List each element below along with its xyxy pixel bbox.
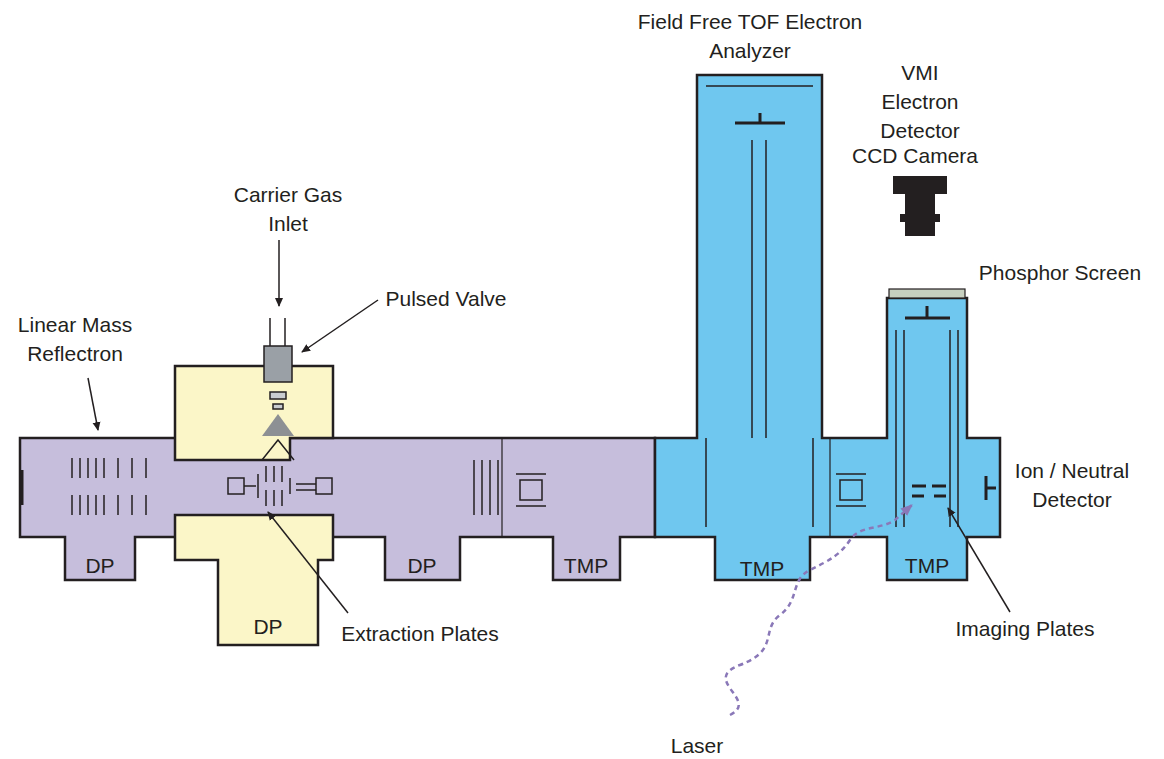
pump-label: TMP xyxy=(717,554,807,583)
reflectron-label: Linear Mass Reflectron xyxy=(5,310,145,368)
pulsed-valve xyxy=(262,318,294,460)
ccd-camera xyxy=(893,176,947,236)
pump-label: DP xyxy=(386,551,458,580)
valve-label: Pulsed Valve xyxy=(361,284,531,313)
laser-label: Laser xyxy=(647,731,747,759)
phosphor-screen xyxy=(889,289,965,298)
plates-label: Extraction Plates xyxy=(320,619,520,648)
pump-label: DP xyxy=(220,612,316,641)
pump-label: TMP xyxy=(554,551,618,580)
plates-label: Imaging Plates xyxy=(935,614,1115,643)
analyzer-label: Field Free TOF Electron Analyzer xyxy=(635,7,865,65)
camera-label: CCD Camera xyxy=(835,141,995,170)
screen-label: Phosphor Screen xyxy=(965,258,1155,287)
inlet-label: Carrier Gas Inlet xyxy=(233,180,343,238)
pump-label: DP xyxy=(67,551,133,580)
pump-label: TMP xyxy=(889,551,965,580)
detector-label: VMI Electron Detector xyxy=(865,58,975,145)
ion-detector-label: Ion / Neutral Detector xyxy=(997,456,1147,514)
laser-beam xyxy=(726,505,912,715)
